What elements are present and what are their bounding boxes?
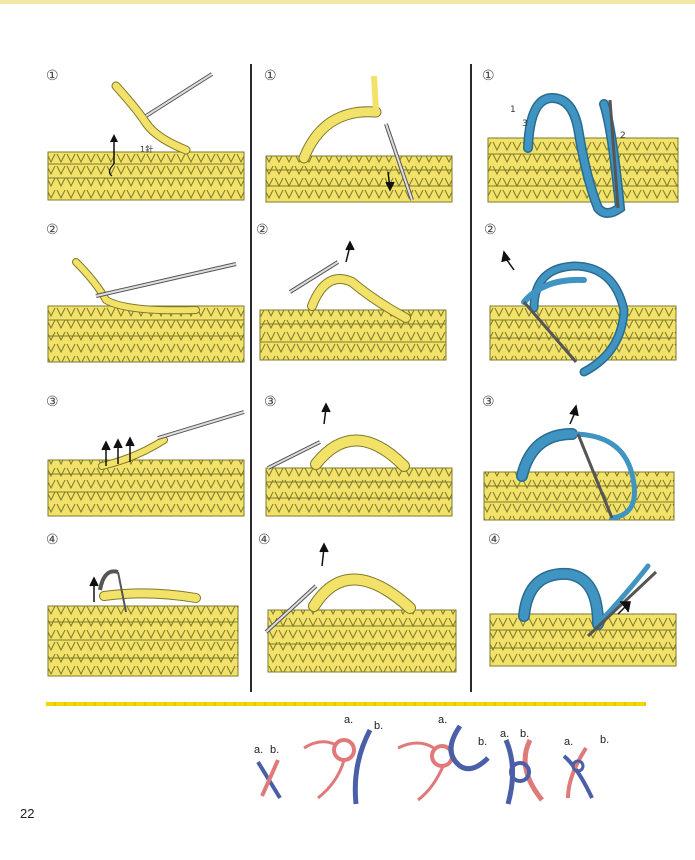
strand-label-a: a. bbox=[344, 714, 354, 726]
crochet-illustration: 1 3 2 bbox=[487, 92, 679, 218]
strand-label-b: b. bbox=[270, 744, 280, 756]
diagram-col1-step2: ② bbox=[46, 222, 251, 372]
crochet-illustration bbox=[264, 542, 457, 673]
diagram-col1-step1: ① 1針 bbox=[46, 68, 251, 218]
step-number: ④ bbox=[488, 532, 501, 548]
step-number: ② bbox=[484, 222, 497, 238]
crochet-illustration bbox=[483, 404, 675, 521]
point-label: 2 bbox=[620, 131, 626, 141]
step-number: ③ bbox=[482, 394, 495, 410]
strand-label-b: b. bbox=[600, 734, 610, 746]
crochet-illustration: 1針 bbox=[47, 72, 245, 201]
step-number: ① bbox=[264, 68, 277, 84]
crochet-illustration bbox=[265, 402, 453, 517]
step-number: ④ bbox=[258, 532, 271, 548]
diagram-col3-step4: ④ bbox=[488, 532, 693, 682]
point-label: 3 bbox=[522, 119, 528, 129]
strand-label-b: b. bbox=[478, 736, 488, 748]
step-number: ③ bbox=[264, 394, 277, 410]
strand-label-b: b. bbox=[520, 728, 530, 740]
column-divider bbox=[470, 64, 472, 692]
step-number: ③ bbox=[46, 394, 59, 410]
diagram-col3-step1: ① 1 3 2 bbox=[482, 68, 687, 218]
diagram-col3-step2: ② bbox=[484, 222, 689, 377]
crochet-illustration bbox=[259, 240, 447, 361]
step-number: ② bbox=[256, 222, 269, 238]
crochet-illustration bbox=[265, 75, 453, 203]
crochet-illustration bbox=[47, 410, 245, 517]
strand-label-b: b. bbox=[374, 720, 384, 732]
crochet-illustration bbox=[489, 250, 677, 377]
step-number: ① bbox=[46, 68, 59, 84]
strand-label-a: a. bbox=[438, 714, 448, 726]
crochet-illustration bbox=[47, 258, 245, 363]
section-divider bbox=[46, 702, 646, 706]
diagram-col2-step4: ④ bbox=[258, 532, 463, 682]
strand-label-a: a. bbox=[500, 728, 510, 740]
step-number: ④ bbox=[46, 532, 59, 548]
diagram-col1-step3: ③ bbox=[46, 394, 251, 544]
point-label: 1 bbox=[510, 105, 516, 115]
stitch-note: 1針 bbox=[140, 144, 153, 154]
diagram-col1-step4: ④ bbox=[46, 532, 251, 682]
crochet-illustration bbox=[47, 569, 239, 677]
diagram-col2-step2: ② bbox=[256, 222, 461, 372]
diagram-col2-step3: ③ bbox=[264, 394, 469, 544]
diagram-col3-step3: ③ bbox=[482, 394, 687, 544]
column-divider bbox=[250, 64, 252, 692]
knot-illustration bbox=[256, 724, 594, 805]
page-number: 22 bbox=[20, 806, 35, 821]
diagram-col2-step1: ① bbox=[264, 68, 469, 218]
knot-diagrams: a. b. a. b. a. b. a. b. a. b. bbox=[248, 708, 648, 808]
strand-label-a: a. bbox=[254, 744, 264, 756]
top-border bbox=[0, 0, 695, 4]
crochet-illustration bbox=[489, 563, 677, 667]
strand-label-a: a. bbox=[564, 736, 574, 748]
step-number: ① bbox=[482, 68, 495, 84]
step-number: ② bbox=[46, 222, 59, 238]
